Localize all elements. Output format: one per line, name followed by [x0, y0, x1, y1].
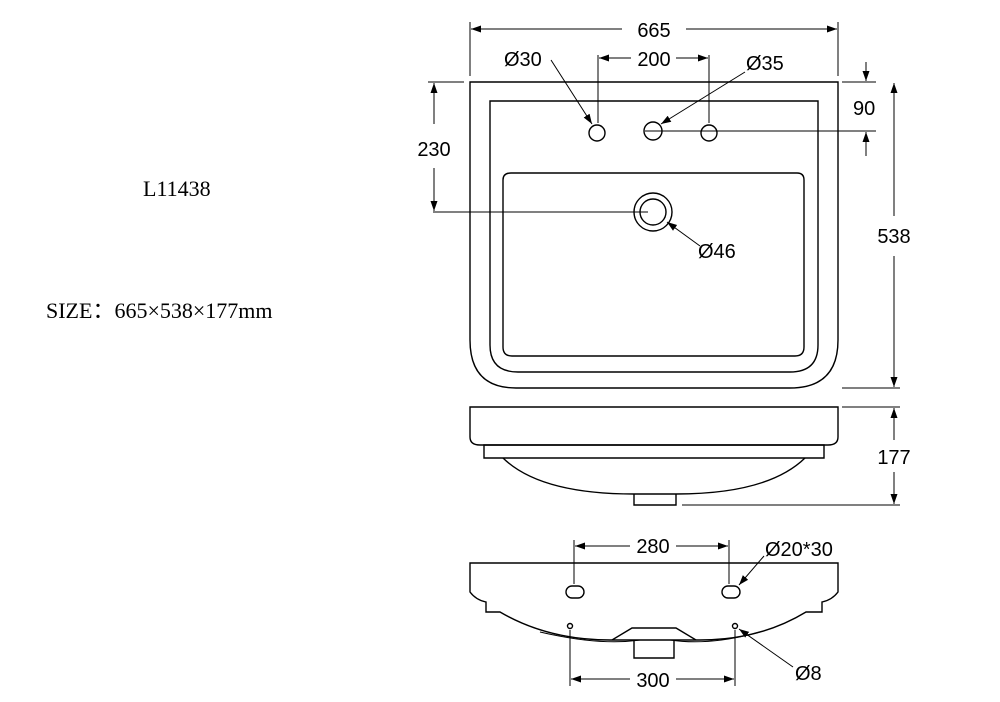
height-dimension: 177 [877, 447, 910, 469]
right-bracket-slot [721, 585, 741, 599]
left-tap-hole [588, 124, 606, 142]
bracket-spacing-dimension: 280 [636, 536, 669, 558]
depth-dimension: 538 [877, 226, 910, 248]
small-hole-label: Ø8 [795, 663, 822, 685]
side-drain-stub [633, 494, 677, 506]
back-bowl-curve [539, 631, 641, 643]
width-dimension: 665 [637, 20, 670, 42]
back-view: 280 Ø20*30 300 Ø8 [469, 536, 839, 692]
basin-rim-outline [489, 100, 819, 373]
side-deck [483, 444, 825, 459]
left-small-hole [566, 622, 574, 630]
top-view: 665 200 Ø30 Ø35 90 230 538 Ø46 [417, 20, 911, 389]
basin-outer-outline [469, 81, 839, 389]
tap-spacing-dimension: 200 [637, 49, 670, 71]
left-bracket-slot [565, 585, 585, 599]
side-bowl [502, 457, 806, 495]
drain-distance-dimension: 230 [417, 139, 450, 161]
right-tap-hole [700, 124, 718, 142]
drain-label: Ø46 [698, 241, 736, 263]
hole-spacing-dimension: 300 [636, 670, 669, 692]
back-outline [469, 562, 839, 641]
back-drain [611, 627, 697, 641]
basin-bowl-outline [502, 172, 805, 357]
right-small-hole [731, 622, 739, 630]
side-top-rim [469, 406, 839, 446]
center-hole-label: Ø35 [746, 53, 784, 75]
hole-offset-dimension: 90 [853, 98, 875, 120]
side-view: 177 [469, 406, 911, 506]
size-label: SIZE：665×538×177mm [46, 298, 272, 323]
left-hole-label: Ø30 [504, 49, 542, 71]
model-label: L11438 [143, 176, 211, 201]
slot-label: Ø20*30 [765, 539, 833, 561]
